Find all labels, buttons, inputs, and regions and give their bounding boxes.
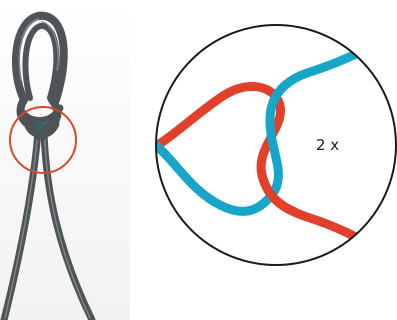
- repeat-count-label: 2 x: [316, 136, 339, 154]
- magnified-detail: 2 x: [150, 25, 396, 265]
- knot-core-accent: [37, 124, 43, 130]
